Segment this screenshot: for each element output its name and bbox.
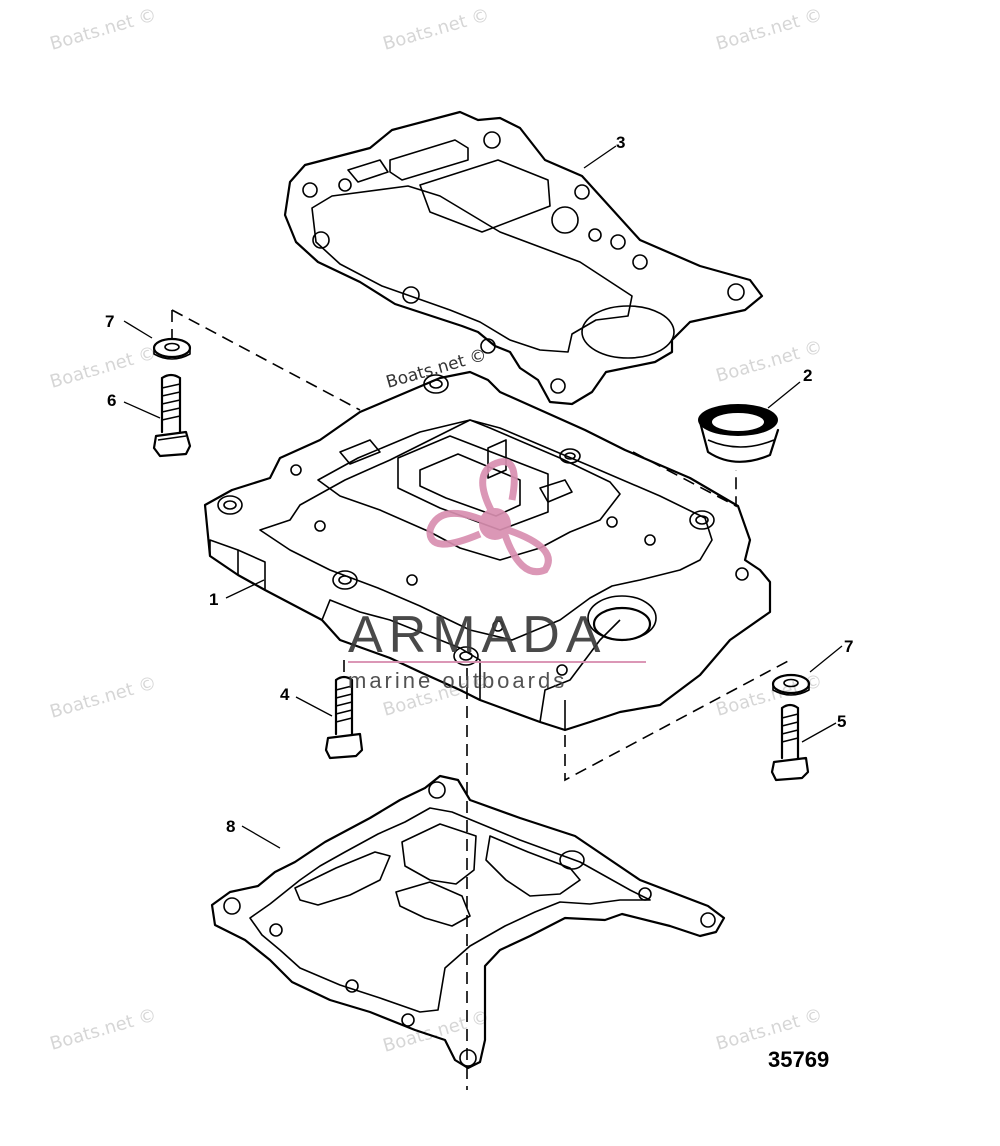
callout-7: 7	[105, 312, 114, 331]
figure-number: 35769	[768, 1047, 829, 1072]
callout-7: 7	[844, 637, 853, 656]
callout-6: 6	[107, 391, 116, 410]
callout-5: 5	[837, 712, 846, 731]
gasket-lower	[210, 774, 726, 1070]
watermark: Boats.net ©	[714, 670, 825, 720]
assembly-lines	[171, 309, 791, 1090]
propeller-icon	[426, 458, 552, 576]
logo-wordmark: ARMADA	[348, 606, 606, 664]
adapter-plate	[203, 370, 772, 732]
watermark: Boats.net ©	[48, 4, 159, 54]
screw-upper-left	[152, 373, 192, 458]
watermark-inline: Boats.net ©	[384, 345, 489, 393]
screw-lower-right	[770, 703, 810, 782]
screw-lower-left	[324, 675, 364, 760]
watermark: Boats.net ©	[714, 4, 825, 54]
armada-logo: ARMADA marine outboards	[348, 458, 646, 693]
watermark: Boats.net ©	[381, 1006, 492, 1056]
logo-tagline: marine outboards	[348, 668, 567, 693]
gasket-upper	[283, 110, 764, 406]
callout-2: 2	[803, 366, 812, 385]
washer-lower-right	[771, 673, 811, 696]
callout-1: 1	[209, 590, 218, 609]
callout-8: 8	[226, 817, 235, 836]
callout-labels: 3 2 1 7 6 4 7 5 8	[105, 133, 853, 836]
callout-4: 4	[280, 685, 290, 704]
watermark: Boats.net ©	[48, 1004, 159, 1054]
washer-upper-left	[152, 337, 192, 360]
callout-3: 3	[616, 133, 625, 152]
oil-seal	[698, 404, 780, 463]
leader-lines	[123, 145, 843, 849]
watermark: Boats.net ©	[381, 4, 492, 54]
watermark: Boats.net ©	[48, 672, 159, 722]
watermark: Boats.net ©	[48, 342, 159, 392]
